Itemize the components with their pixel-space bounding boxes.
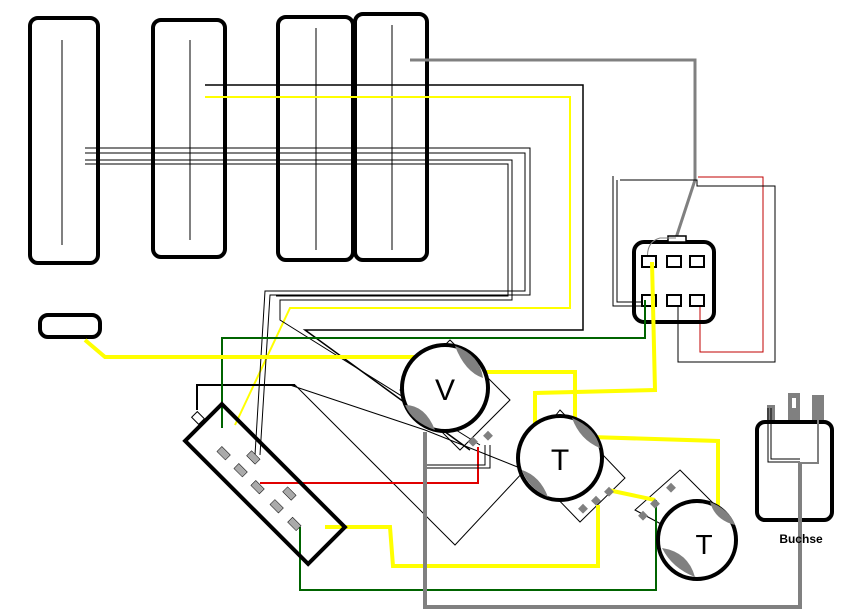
tone-pot-2-label: T [695,529,712,560]
switch-tab [190,410,206,426]
pickup-switch[interactable] [182,401,348,567]
mini-pickup [38,313,102,339]
volume-pot[interactable]: V [400,343,490,433]
pickup-4 [353,12,429,262]
pickup-1 [28,16,100,265]
jack-label: Buchse [779,532,823,546]
tone-pot-1-label: T [551,444,569,477]
pickup-wires [85,58,697,456]
tone-pot-2[interactable]: T [656,499,738,581]
volume-pot-label: V [435,374,455,407]
output-jack[interactable]: Buchse [755,393,834,546]
pickup-3 [276,15,355,262]
selector-switch[interactable] [612,176,776,363]
pickup-2 [151,18,227,259]
tone-pot-1[interactable]: T [516,414,604,502]
pot-lugs [468,430,676,521]
signal-wires [83,261,802,609]
